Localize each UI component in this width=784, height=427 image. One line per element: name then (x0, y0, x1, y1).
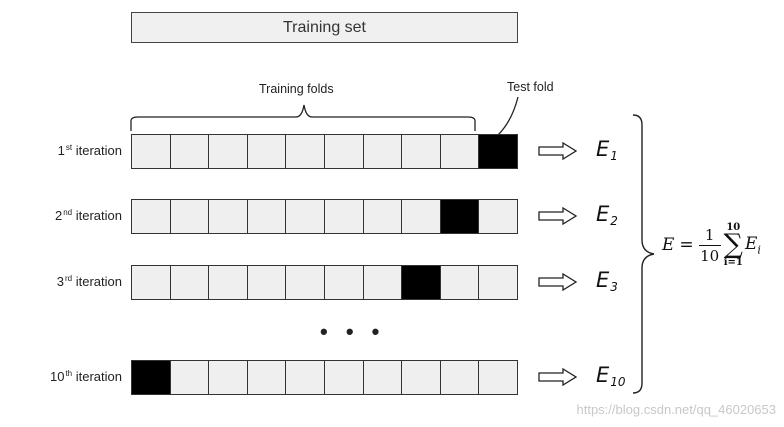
iteration-number: 3 (56, 274, 64, 289)
training-fold-cell (247, 200, 287, 233)
training-fold-cell (479, 266, 517, 299)
formula-sum-upper: 10 (726, 222, 741, 233)
training-fold-cell (132, 200, 171, 233)
training-fold-cell (324, 361, 364, 394)
formula-summand-index: i (757, 243, 761, 257)
ellipsis: • • • (320, 319, 386, 344)
formula-equals: = (679, 235, 694, 255)
error-term: E10 (596, 363, 626, 389)
training-fold-cell (209, 266, 248, 299)
error-symbol: E (596, 268, 610, 292)
training-fold-cell (286, 266, 325, 299)
error-symbol: E (596, 202, 610, 226)
fold-row (131, 199, 518, 234)
training-fold-cell (170, 266, 210, 299)
training-fold-cell (402, 361, 441, 394)
test-fold-pointer (497, 96, 519, 136)
training-fold-cell (132, 266, 171, 299)
training-folds-brace (130, 104, 476, 131)
errors-brace (632, 114, 655, 394)
training-fold-cell (209, 200, 248, 233)
iteration-label: 1st iteration (0, 143, 122, 158)
test-fold-label: Test fold (507, 80, 554, 94)
iteration-word: iteration (75, 369, 122, 384)
right-arrow-icon (538, 142, 578, 160)
training-fold-cell (170, 135, 210, 168)
training-fold-cell (209, 361, 248, 394)
formula-summand: E (744, 233, 758, 254)
iteration-ordinal-suffix: st (65, 143, 73, 152)
training-fold-cell (209, 135, 248, 168)
error-index: 3 (610, 280, 618, 294)
test-fold-cell (132, 361, 171, 394)
training-fold-cell (363, 361, 403, 394)
training-fold-cell (479, 200, 517, 233)
iteration-label: 2nd iteration (0, 208, 122, 223)
sigma-symbol: ∑ (723, 229, 743, 260)
training-fold-cell (286, 200, 325, 233)
iteration-label: 3rd iteration (0, 274, 122, 289)
training-fold-cell (170, 361, 210, 394)
iteration-ordinal-suffix: th (65, 369, 73, 378)
training-fold-cell (440, 135, 480, 168)
iteration-ordinal-suffix: nd (63, 208, 73, 217)
training-fold-cell (363, 135, 403, 168)
training-fold-cell (363, 200, 403, 233)
error-term: E2 (596, 202, 618, 228)
training-fold-cell (247, 266, 287, 299)
error-index: 2 (610, 214, 618, 228)
test-fold-cell (440, 200, 480, 233)
training-fold-cell (247, 135, 287, 168)
iteration-number: 1 (57, 143, 65, 158)
right-arrow-icon (538, 368, 578, 386)
training-fold-cell (440, 361, 480, 394)
right-arrow-icon (538, 207, 578, 225)
error-symbol: E (596, 137, 610, 161)
iteration-label: 10th iteration (0, 369, 122, 384)
formula-sum-lower: i=1 (723, 257, 743, 268)
training-folds-label: Training folds (259, 82, 334, 96)
training-fold-cell (324, 266, 364, 299)
formula-lhs: E (662, 235, 675, 255)
iteration-number: 2 (54, 208, 63, 223)
training-fold-cell (479, 361, 517, 394)
training-fold-cell (132, 135, 171, 168)
training-fold-cell (247, 361, 287, 394)
error-term: E1 (596, 137, 618, 163)
fold-row (131, 265, 518, 300)
iteration-word: iteration (75, 143, 122, 158)
iteration-word: iteration (75, 274, 122, 289)
test-fold-cell (402, 266, 441, 299)
training-fold-cell (402, 200, 441, 233)
training-fold-cell (440, 266, 480, 299)
right-arrow-icon (538, 273, 578, 291)
training-fold-cell (324, 200, 364, 233)
formula-denominator: 10 (700, 246, 720, 265)
error-term: E3 (596, 268, 618, 294)
training-fold-cell (286, 135, 325, 168)
training-fold-cell (363, 266, 403, 299)
fold-row (131, 134, 518, 169)
error-symbol: E (596, 363, 610, 387)
iteration-word: iteration (75, 208, 122, 223)
training-fold-cell (286, 361, 325, 394)
training-set-box: Training set (131, 12, 518, 43)
fold-row (131, 360, 518, 395)
formula-numerator: 1 (704, 225, 715, 244)
training-fold-cell (324, 135, 364, 168)
training-fold-cell (170, 200, 210, 233)
watermark: https://blog.csdn.net/qq_46020653 (576, 402, 777, 417)
test-fold-cell (479, 135, 517, 168)
iteration-ordinal-suffix: rd (65, 274, 73, 283)
training-fold-cell (402, 135, 441, 168)
training-set-label: Training set (283, 18, 366, 36)
average-error-formula: E = 1 10 10 ∑ i=1 Ei (662, 222, 761, 268)
error-index: 10 (610, 375, 626, 389)
iteration-number: 10 (49, 369, 65, 384)
error-index: 1 (610, 149, 618, 163)
